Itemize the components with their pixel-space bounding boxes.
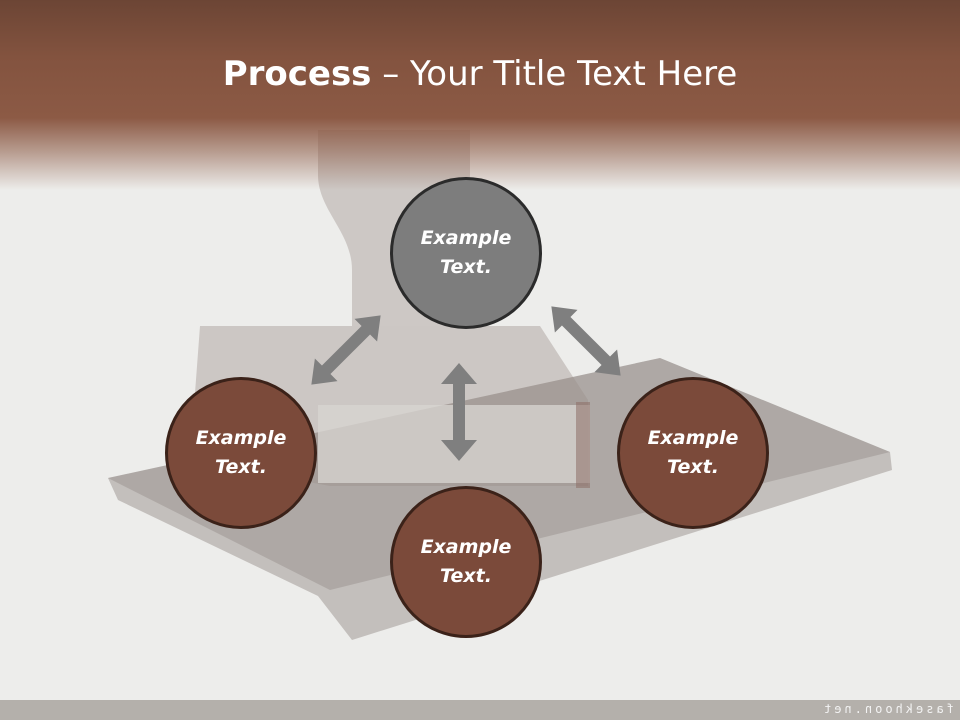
slide-title: Process – Your Title Text Here <box>0 52 960 96</box>
arrow-top-left <box>311 315 381 385</box>
process-node-top: Example Text. <box>390 177 542 329</box>
title-bold: Process <box>222 54 372 94</box>
arrow-center-vertical <box>441 363 477 461</box>
header-band <box>0 0 960 190</box>
node-left-line2: Text. <box>215 456 267 478</box>
node-bottom-line1: Example <box>420 536 512 558</box>
node-right-line2: Text. <box>667 456 719 478</box>
watermark: fasekhoon.net <box>821 702 954 716</box>
node-right-line1: Example <box>647 427 739 449</box>
title-rest: – Your Title Text Here <box>371 54 738 94</box>
node-left-line1: Example <box>195 427 287 449</box>
footer-bar <box>0 700 960 720</box>
process-node-left: Example Text. <box>165 377 317 529</box>
node-bottom-line2: Text. <box>440 565 492 587</box>
process-node-right: Example Text. <box>617 377 769 529</box>
arrow-top-right <box>551 306 621 376</box>
node-top-line2: Text. <box>440 256 492 278</box>
node-top-line1: Example <box>420 227 512 249</box>
process-node-bottom: Example Text. <box>390 486 542 638</box>
